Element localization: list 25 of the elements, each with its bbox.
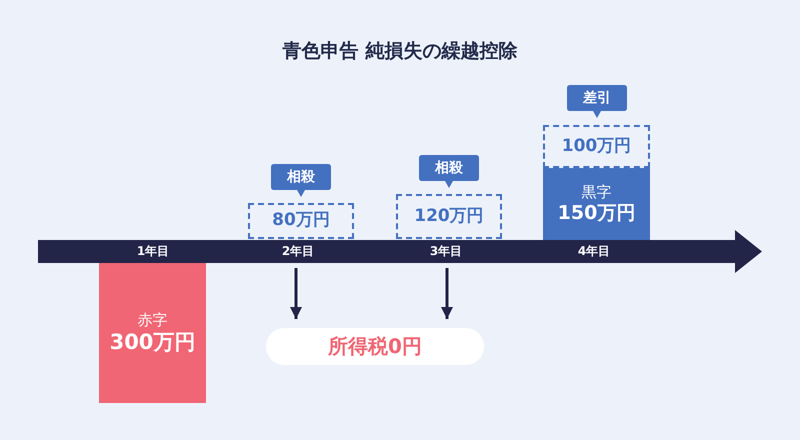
speech-bubble	[271, 164, 331, 197]
amount-text: 100万円	[562, 136, 632, 158]
arrow	[441, 268, 453, 319]
category-label: 赤字	[138, 310, 168, 330]
year-label: 2年目	[280, 244, 316, 258]
amount-text: 150万円	[558, 202, 636, 226]
amount-text: 相殺	[287, 169, 315, 186]
amount-box	[248, 203, 354, 239]
amount-text: 120万円	[414, 206, 484, 228]
year-label: 1年目	[136, 244, 170, 258]
title: 青色申告 純損失の繰越控除	[282, 39, 518, 64]
speech-bubble	[567, 85, 627, 118]
amount-text: 80万円	[272, 210, 330, 232]
amount-box	[396, 194, 502, 239]
year-label: 3年目	[428, 244, 464, 258]
amount-text: 差引	[583, 90, 611, 108]
amount-text: 所得税0円	[328, 334, 422, 359]
arrow	[290, 268, 302, 319]
profit-bar	[543, 168, 650, 240]
loss-bar	[99, 263, 206, 403]
amount-text: 300万円	[110, 329, 196, 356]
category-label: 黒字	[582, 182, 612, 202]
speech-bubble	[419, 155, 479, 188]
amount-text: 相殺	[435, 160, 463, 178]
year-label: 4年目	[576, 244, 612, 258]
